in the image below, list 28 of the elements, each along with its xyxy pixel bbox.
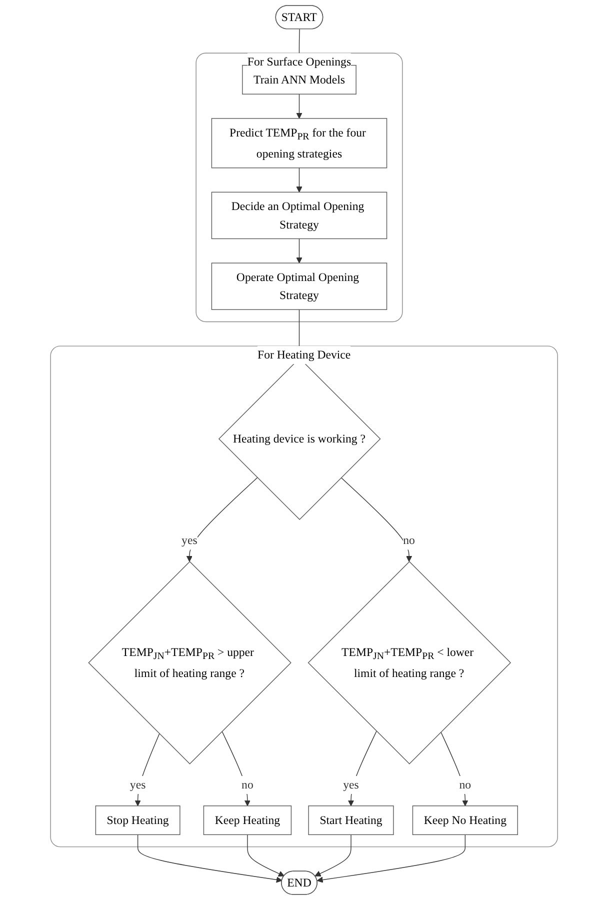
arrow	[135, 733, 160, 806]
arrow	[296, 94, 303, 119]
node-diamond: TEMP$_{JN}$+TEMP$_{PR}$ > upper limit of heating range ?	[88, 561, 292, 764]
node-box: Keep Heating	[204, 806, 292, 836]
edge-label: yes	[130, 778, 146, 792]
arrow	[296, 168, 303, 192]
arrow	[248, 834, 285, 876]
node-box: Keep No Heating	[412, 806, 518, 836]
node-box: Decide an Optimal Opening Strategy	[212, 192, 388, 240]
edge-label: yes	[344, 778, 360, 792]
arrow	[348, 730, 378, 806]
arrow	[440, 732, 469, 806]
arrow	[186, 477, 258, 562]
node-box: Predict TEMP$_{PR}$ for the four opening strategies	[212, 118, 388, 168]
edge-label: no	[242, 778, 254, 792]
edge-label: no	[460, 778, 472, 792]
arrow	[315, 834, 352, 876]
arrow	[296, 238, 303, 264]
arrow	[317, 834, 466, 883]
arrow	[222, 730, 251, 806]
node-box: Stop Heating	[96, 806, 181, 836]
arrow	[138, 834, 283, 883]
arrow	[341, 477, 413, 562]
node-box: Start Heating	[308, 806, 394, 836]
edge-label: yes	[182, 534, 198, 547]
node-diamond: TEMP$_{JN}$+TEMP$_{PR}$ < lower limit of heating range ?	[308, 561, 512, 764]
node-box: Operate Optimal Opening Strategy	[212, 262, 388, 310]
edge-label: no	[404, 534, 416, 547]
